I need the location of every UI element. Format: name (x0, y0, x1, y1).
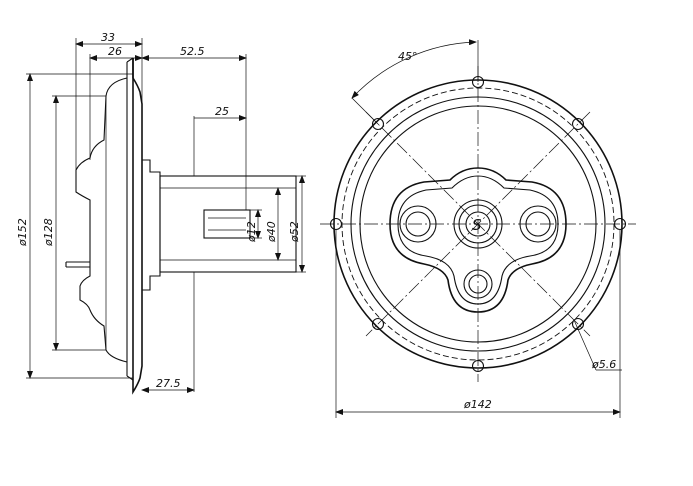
dim-dia40: ø40 (265, 221, 278, 243)
bolt-hole (371, 317, 385, 331)
front-view: S 45° ø5.6 ø142 (320, 39, 636, 418)
dim-45-arc (351, 39, 477, 99)
shaft (203, 209, 251, 239)
dim-angle45: 45° (398, 50, 418, 63)
hub-circle-outer (453, 199, 503, 249)
bottom-boss-outer (463, 269, 493, 299)
flange-outline (132, 58, 143, 395)
bottom-boss-hole (468, 274, 488, 294)
trefoil-plate (389, 167, 567, 313)
bolt-hole (371, 117, 385, 131)
dim-dia12: ø12 (245, 221, 258, 243)
bolt-hole (571, 117, 585, 131)
trefoil-inner (397, 175, 559, 305)
flange-chamfer (126, 57, 134, 381)
bolt-hole (329, 217, 343, 231)
dim-dia142: ø142 (463, 398, 492, 411)
dim-27-5: 27.5 (156, 377, 181, 390)
bolt-hole (471, 359, 485, 373)
shaft-housing (159, 175, 297, 273)
hub-boss (142, 159, 161, 291)
dim-26: 26 (108, 45, 122, 58)
motor-body (75, 77, 128, 363)
shaft-mark: S (472, 216, 482, 234)
right-boss-hole (525, 211, 551, 237)
shaft-circle (465, 211, 491, 237)
bolt-hole (613, 217, 627, 231)
dim-dia128: ø128 (42, 218, 55, 247)
dim-dia52: ø52 (288, 221, 301, 243)
dim-52-5: 52.5 (180, 45, 205, 58)
dim-25: 25 (215, 105, 229, 118)
side-view: 33 26 52.5 25 27.5 ø152 ø128 ø12 ø40 ø52 (16, 31, 306, 395)
dim-5-6-leader (573, 319, 597, 371)
left-boss-outer (399, 205, 437, 243)
dim-dia5-6: ø5.6 (591, 358, 616, 371)
dim-dia152: ø152 (16, 218, 29, 247)
dim-33: 33 (101, 31, 115, 44)
left-boss-hole (405, 211, 431, 237)
hub-circle (458, 204, 498, 244)
diag-centerline-2 (365, 111, 591, 337)
right-boss-outer (519, 205, 557, 243)
